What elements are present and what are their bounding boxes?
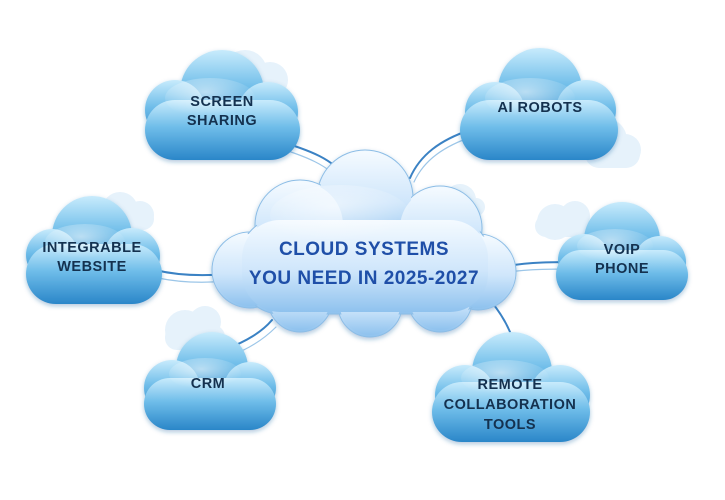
node-integrable-website-line2: WEBSITE xyxy=(57,259,127,275)
node-screen-sharing-line1: SCREEN xyxy=(190,94,253,110)
cloud-integrable-website-highlight xyxy=(45,224,125,260)
node-remote-collaboration-line2: COLLABORATION xyxy=(444,397,577,413)
node-crm-line1: CRM xyxy=(191,376,226,392)
node-remote-collaboration-line3: TOOLS xyxy=(484,417,536,433)
cloud-screen-sharing-highlight xyxy=(165,78,255,118)
node-voip-phone-line1: VOIP xyxy=(604,242,641,258)
node-voip-phone-line2: PHONE xyxy=(595,261,649,277)
cloud-crm-highlight xyxy=(169,358,241,390)
cloud-voip-phone-highlight xyxy=(577,229,653,263)
node-integrable-website-line1: INTEGRABLE xyxy=(42,240,141,256)
center-title-line2: YOU NEED IN 2025-2027 xyxy=(249,268,479,289)
node-remote-collaboration-line1: REMOTE xyxy=(477,377,542,393)
node-ai-robots-line1: AI ROBOTS xyxy=(497,100,582,116)
cloud-ai-robots-highlight xyxy=(485,78,575,118)
cloud-remote-collaboration-highlight xyxy=(461,360,549,396)
center-title-line1: CLOUD SYSTEMS xyxy=(279,239,449,260)
ghost-cloud-right xyxy=(535,201,590,240)
node-screen-sharing-line2: SHARING xyxy=(187,113,257,129)
center-cloud xyxy=(211,149,517,338)
